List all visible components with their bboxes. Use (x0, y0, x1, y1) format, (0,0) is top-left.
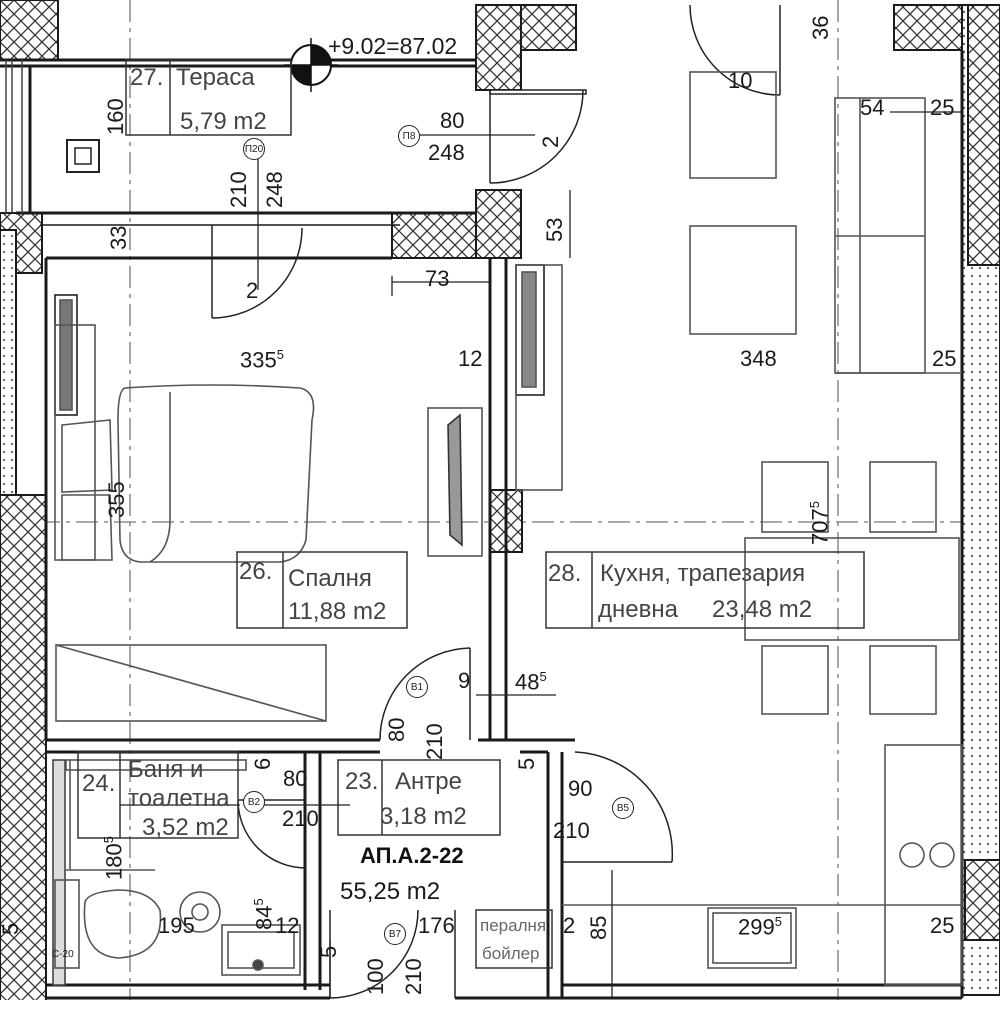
apartment-code: АП.А.2-22 (360, 843, 464, 868)
bath-number: 24. (82, 770, 116, 797)
dim-180: 1805 (101, 836, 127, 880)
dim-84-main: 84 (251, 905, 277, 930)
door-tag-b5: В5 (612, 797, 634, 819)
dim-335-main: 335 (240, 347, 277, 373)
dim-12: 12 (458, 346, 483, 371)
dim-80a: 80 (440, 108, 465, 133)
dim-248a: 248 (262, 171, 287, 208)
level-label: +9.02=87.02 (328, 33, 458, 59)
kitchen-name2: дневна (598, 596, 678, 623)
terrace-number: 27. (130, 64, 164, 91)
bath-name: Баня и (128, 756, 204, 783)
door-tag-p8: П8 (398, 125, 420, 147)
dim-85: 85 (586, 915, 611, 940)
dim-210b: 210 (422, 723, 447, 760)
laundry-line2: бойлер (482, 944, 540, 963)
dim-335-sup: 5 (276, 347, 284, 362)
dim-707-main: 707 (807, 508, 833, 545)
terrace-railing (5, 60, 23, 213)
bedroom-area: 11,88 m2 (288, 598, 387, 625)
dim-195: 195 (158, 913, 195, 938)
kitchen-area: 23,48 m2 (712, 596, 813, 623)
dim-48-main: 48 (515, 669, 540, 695)
doors (211, 4, 781, 999)
terrace-area: 5,79 m2 (180, 108, 267, 135)
dim-25b: 25 (932, 346, 957, 371)
dim-80c: 80 (283, 766, 308, 791)
kitchen-number: 28. (548, 560, 582, 587)
dim-707: 7075 (807, 501, 833, 545)
dim-299-main: 299 (738, 914, 775, 940)
dim-48-sup: 5 (539, 669, 547, 684)
dim-210a: 210 (226, 171, 251, 208)
dim-9: 9 (458, 668, 471, 693)
dim-355: 355 (104, 481, 129, 518)
dim-5c: 5 (0, 922, 23, 935)
laundry-line1: пералня (480, 916, 547, 935)
dim-248b: 248 (428, 140, 465, 165)
door-tag-p20: П20 (243, 138, 265, 160)
bath-area: 3,52 m2 (142, 814, 229, 841)
dim-25c: 25 (930, 913, 955, 938)
dim-54: 54 (860, 95, 885, 120)
dim-80b: 80 (384, 717, 409, 742)
dim-2a: 2 (538, 135, 563, 148)
dim-100: 100 (363, 958, 388, 995)
door-tag-b2: В2 (243, 791, 265, 813)
dim-25a: 25 (930, 95, 955, 120)
hall-area: 3,18 m2 (380, 803, 467, 830)
dim-6: 6 (250, 757, 275, 770)
dim-12b: 12 (275, 913, 300, 938)
dim-210d: 210 (553, 818, 590, 843)
room-label-boxes (77, 59, 865, 969)
apartment-area: 55,25 m2 (340, 878, 441, 905)
dim-210c: 210 (282, 806, 319, 831)
dim-210e: 210 (401, 958, 426, 995)
dim-53: 53 (542, 217, 567, 242)
dim-33: 33 (106, 225, 131, 250)
dim-2b: 2 (246, 278, 259, 303)
dim-2c: 2 (563, 913, 576, 938)
door-tag-b7: В7 (384, 923, 406, 945)
level-marker (284, 38, 338, 92)
dim-348: 348 (740, 346, 777, 371)
hall-number: 23. (345, 768, 379, 795)
bedroom-name: Спалня (288, 565, 372, 592)
terrace-name: Тераса (176, 64, 255, 91)
dim-c20: C-20 (52, 949, 74, 960)
dim-299: 2995 (738, 915, 782, 938)
dim-180-sup: 5 (101, 836, 116, 844)
door-tag-b1: В1 (406, 676, 428, 698)
kitchen-name: Кухня, трапезария (600, 560, 806, 587)
furniture (52, 71, 963, 986)
dim-335: 3355 (240, 348, 284, 371)
dim-90: 90 (568, 776, 593, 801)
bath-name2: тоалетна (128, 785, 230, 812)
dim-48: 485 (515, 670, 547, 693)
dim-160: 160 (103, 98, 128, 135)
dim-10: 10 (728, 68, 753, 93)
hall-name: Антре (395, 768, 462, 795)
dim-84-sup: 5 (251, 898, 266, 906)
dim-36: 36 (808, 15, 833, 40)
dim-84: 845 (251, 898, 277, 930)
dim-73: 73 (425, 266, 450, 291)
dim-5a: 5 (514, 757, 539, 770)
bedroom-number: 26. (239, 558, 273, 585)
dim-180-main: 180 (101, 843, 127, 880)
floor-drain (66, 139, 100, 173)
dim-707-sup: 5 (807, 501, 822, 509)
dim-5b: 5 (316, 945, 341, 958)
dim-299-sup: 5 (774, 914, 782, 929)
dim-176: 176 (418, 913, 455, 938)
